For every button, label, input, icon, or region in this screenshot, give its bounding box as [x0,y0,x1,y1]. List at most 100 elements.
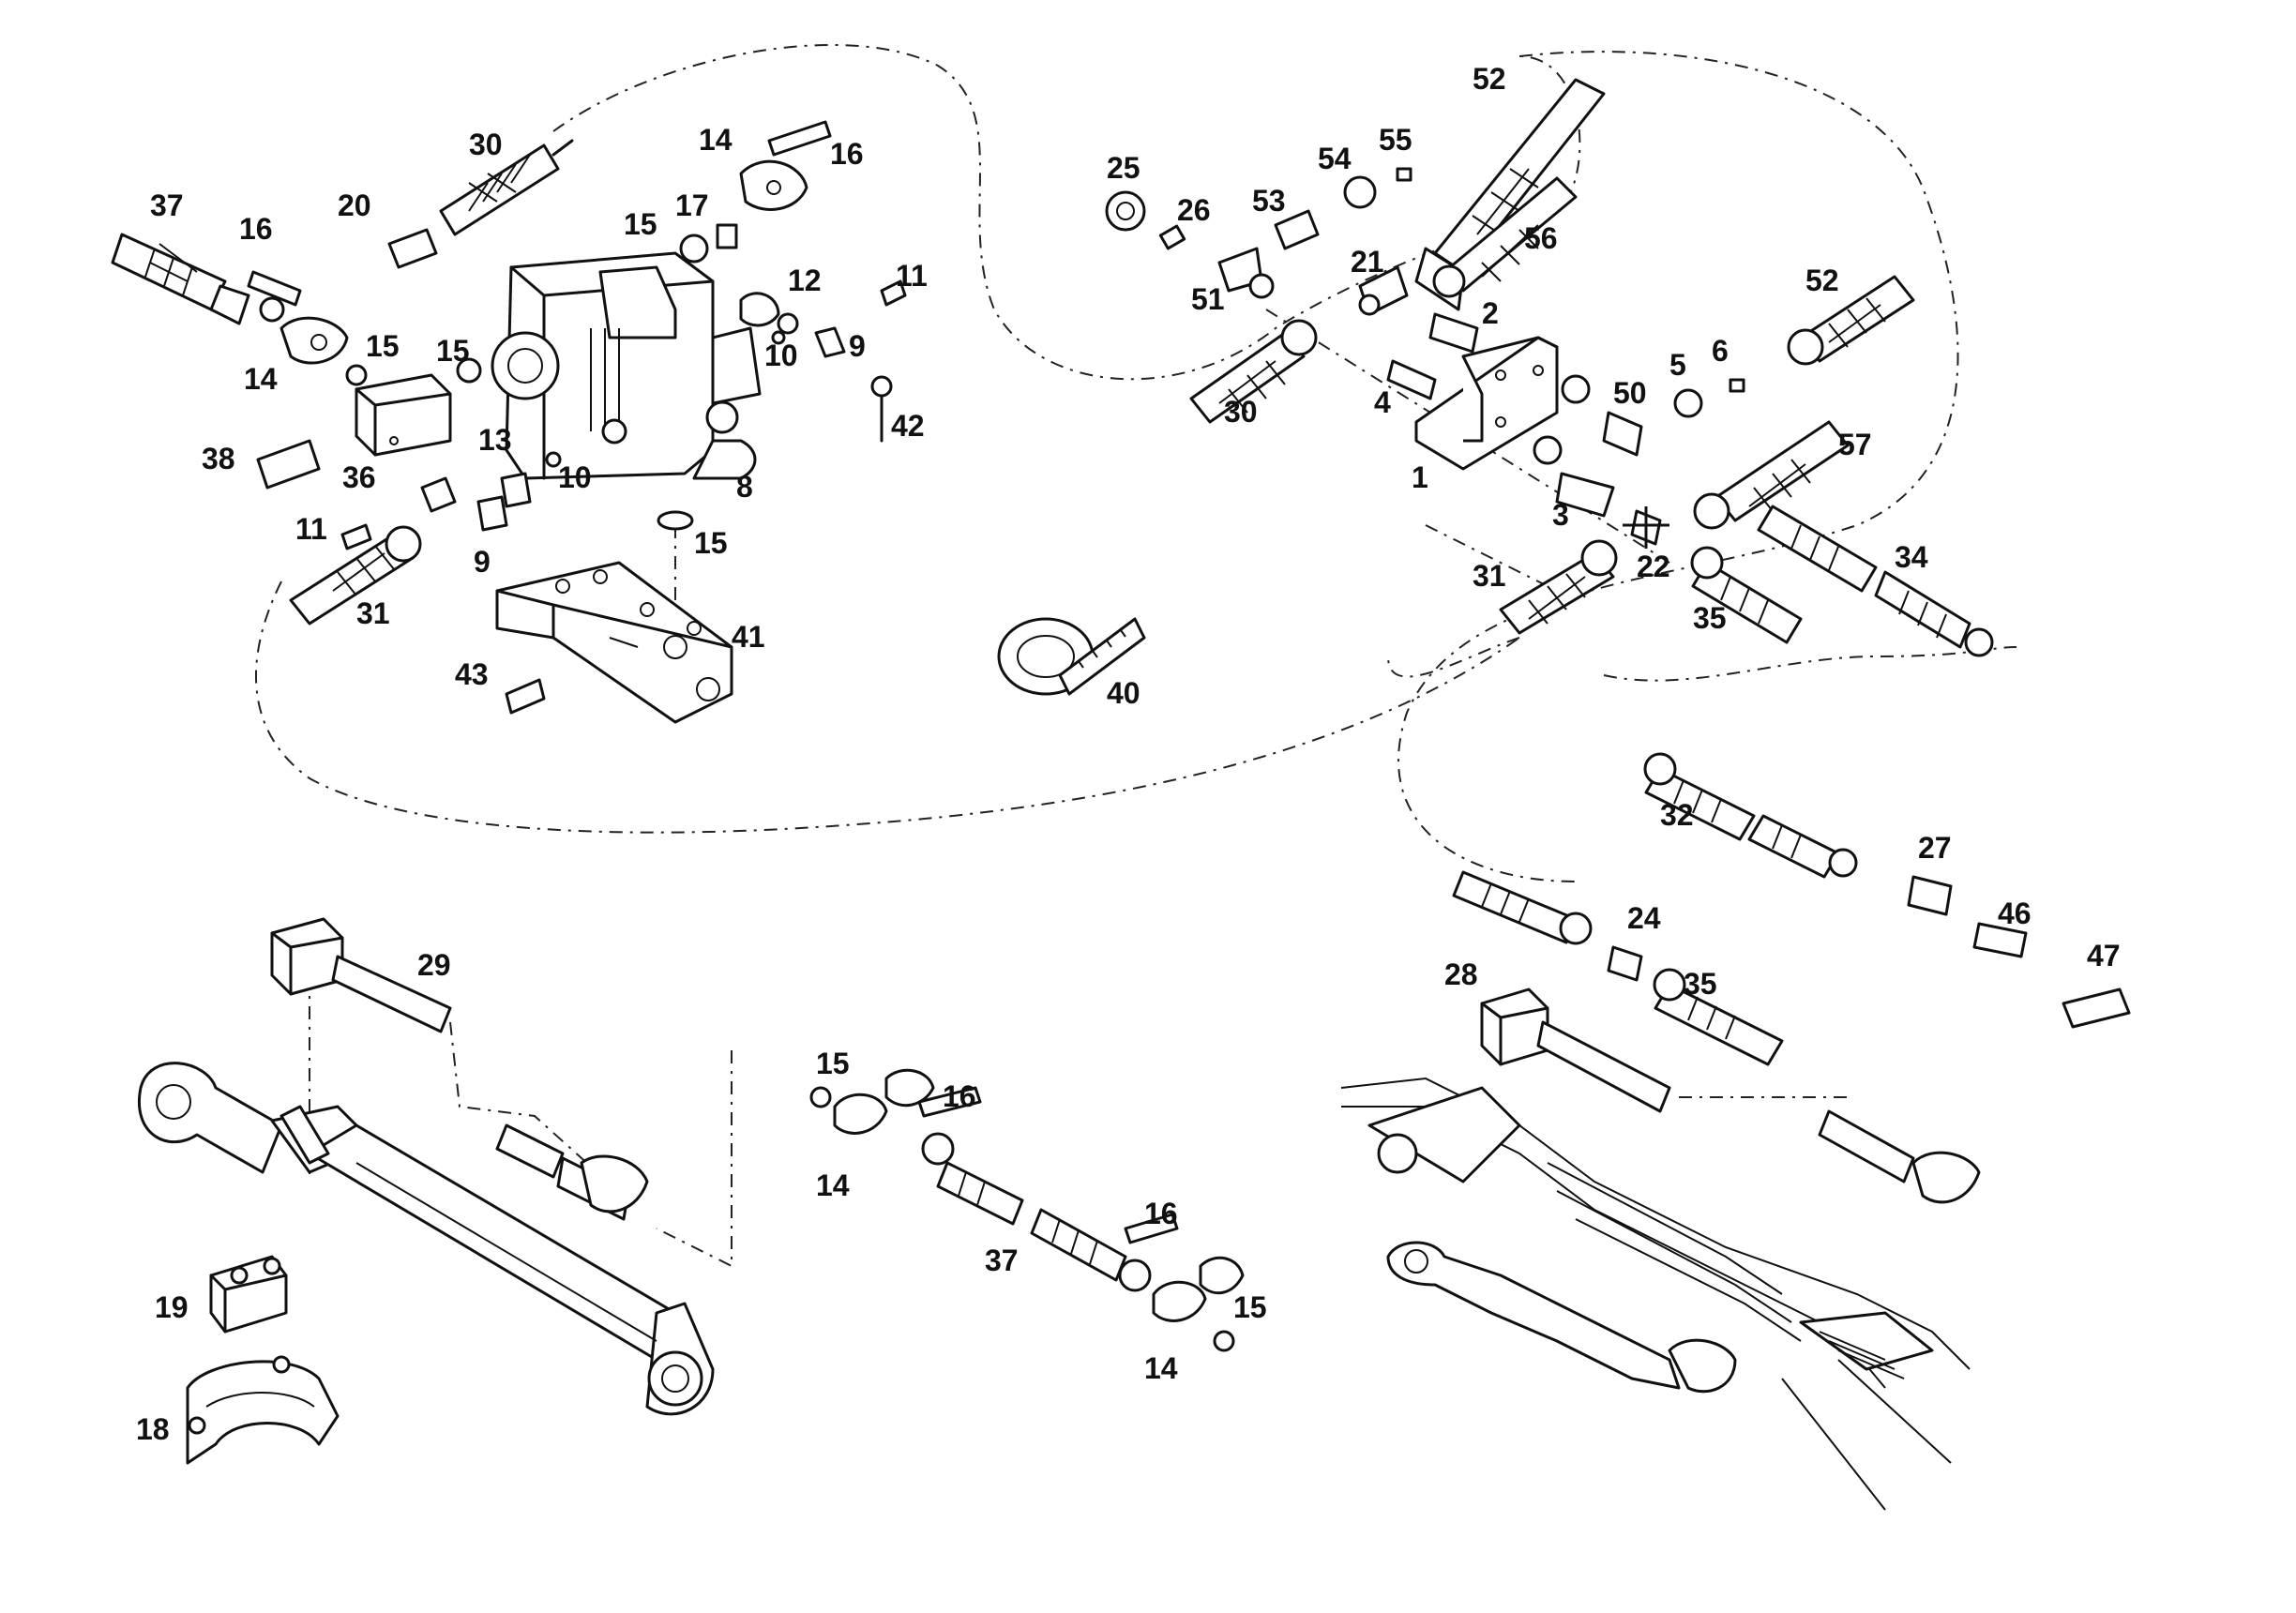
ring-10b [545,451,562,468]
label-29: 29 [417,948,451,982]
label-9: 9 [849,329,866,363]
label-37: 37 [150,188,184,222]
label-57: 57 [1838,428,1872,461]
label-15: 15 [694,526,728,560]
clamp-19 [209,1255,288,1334]
cover-block-36 [355,373,452,457]
label-43: 43 [455,657,489,691]
label-11: 11 [896,259,928,293]
bolt-16b [767,120,832,157]
hose-37-lower [921,1132,1152,1292]
nut-25 [1105,190,1146,232]
label-16: 16 [943,1079,976,1113]
hose-52-right [1787,275,1915,366]
adapter-53 [1274,209,1320,250]
label-28: 28 [1444,957,1478,991]
label-17: 17 [675,188,709,222]
elbow-20 [387,228,438,269]
label-16: 16 [830,137,864,171]
flange-half-14f [1199,1256,1245,1295]
label-52: 52 [1473,62,1506,96]
label-6: 6 [1712,334,1729,368]
plug-17 [716,223,738,249]
label-18: 18 [136,1412,170,1446]
label-31: 31 [356,596,390,630]
label-5: 5 [1669,348,1686,382]
flange-half-14b [739,159,808,211]
cross-22 [1623,506,1669,549]
label-14: 14 [816,1168,850,1202]
label-3: 3 [1552,498,1569,532]
label-20: 20 [338,188,371,222]
valve-block-8 [491,251,762,480]
label-54: 54 [1318,142,1352,175]
label-9: 9 [474,545,491,579]
label-46: 46 [1998,897,2032,930]
manifold-plate-41 [495,561,733,724]
label-14: 14 [1144,1351,1178,1385]
label-15: 15 [366,329,400,363]
hose-30-upper [439,139,574,236]
label-10: 10 [764,339,798,372]
hose-35-lower [1653,968,1784,1066]
hoses [111,78,1994,1292]
label-25: 25 [1107,151,1140,185]
clamp-9a [814,326,846,358]
label-38: 38 [202,442,235,475]
oring-15c [679,234,709,264]
clamp-18 [186,1355,340,1465]
clamp-9b [420,476,457,513]
label-12: 12 [788,264,822,297]
label-15: 15 [1233,1290,1267,1324]
label-42: 42 [891,409,925,443]
label-26: 26 [1177,193,1211,227]
oring-15a [345,364,368,386]
label-50: 50 [1613,376,1647,410]
hose-37-upper [111,233,250,325]
fitting-46 [1972,922,2028,958]
label-53: 53 [1252,184,1286,218]
label-41: 41 [732,620,765,654]
label-37: 37 [985,1244,1019,1277]
part-number-labels: 37 16 30 20 14 16 15 17 11 12 10 9 14 15… [136,62,2121,1446]
bolt-16c [917,1086,982,1118]
label-14: 14 [244,362,278,396]
label-19: 19 [155,1290,189,1324]
label-31: 31 [1473,559,1506,593]
hose-35-upper [1690,546,1803,644]
label-35: 35 [1684,967,1717,1001]
label-8: 8 [736,470,753,504]
label-32: 32 [1660,798,1694,832]
label-34: 34 [1895,540,1928,574]
oring-15f [1213,1330,1235,1352]
plug-26 [1158,224,1186,250]
label-14: 14 [699,123,733,157]
ring-55 [1396,167,1412,182]
nut-bracket [1561,374,1591,404]
fittings [247,120,2131,1029]
label-35: 35 [1693,601,1727,635]
tool-40 [997,617,1146,696]
label-55: 55 [1379,123,1412,157]
screw-11a [880,279,907,307]
hose-57 [1693,420,1850,530]
nut-5 [1673,388,1703,418]
nut-54 [1343,175,1377,209]
label-24: 24 [1627,901,1661,935]
bolt-16d [1124,1213,1179,1244]
dashed-guide-lines [254,43,2017,1268]
oring-15b [456,357,482,384]
flange-half-14e [1152,1280,1207,1322]
hose-24-left [1452,870,1593,945]
fitting-27 [1907,875,1953,916]
label-27: 27 [1918,831,1952,865]
ring-6 [1729,378,1745,393]
flange-half-14a [279,316,349,365]
screw-11b [340,523,372,550]
label-16: 16 [239,212,273,246]
fitting-24 [1607,945,1643,982]
label-15: 15 [816,1047,850,1080]
connector-4 [1386,359,1437,400]
washer-16a [259,296,285,323]
